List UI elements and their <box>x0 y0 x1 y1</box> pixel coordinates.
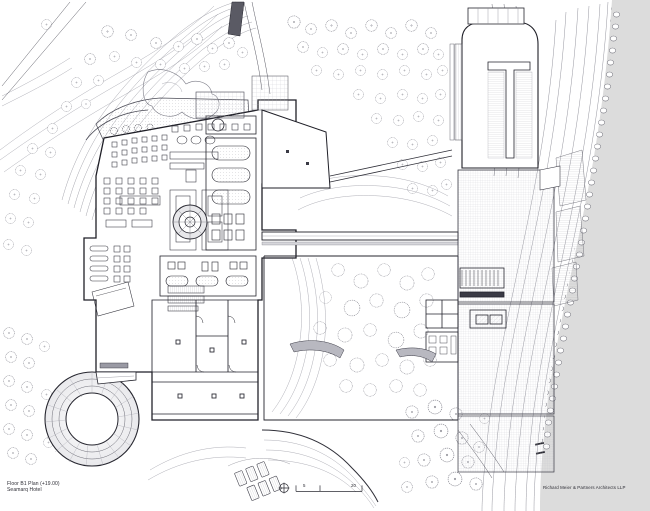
project-name: Seamarq Hotel <box>7 487 42 494</box>
north-canopy <box>227 1 245 37</box>
circular-atrium <box>172 204 208 240</box>
north-wing-interior <box>89 123 251 317</box>
upper-right-terrace <box>261 109 331 189</box>
spa-rooms <box>159 115 257 297</box>
scale-bar-icon <box>295 485 363 492</box>
south-landscape-paths <box>261 429 379 503</box>
title-block: Floor B1 Plan (+19.00) Seamarq Hotel <box>7 481 60 493</box>
architect-credit: Richard Meier & Partners Architects LLP <box>543 485 626 490</box>
east-retaining-wall <box>329 149 453 183</box>
scale-label-20: 20 <box>351 483 357 488</box>
scale-bar-group <box>278 482 363 494</box>
north-arrow-icon <box>278 482 290 494</box>
upper-terrace-slab <box>195 75 289 119</box>
scale-label-5: 5 <box>303 483 306 488</box>
courtyard-contours <box>271 175 453 419</box>
south-wing-rooms <box>151 299 259 421</box>
entry-drive <box>457 423 505 479</box>
link-bridge <box>261 231 459 246</box>
lounge-furniture-cluster <box>227 458 291 501</box>
plan-title: Floor B1 Plan (+19.00) <box>7 481 60 487</box>
furniture-grid <box>110 123 168 168</box>
east-service-core <box>425 267 507 363</box>
tree-canopy-southwest <box>3 327 54 465</box>
sea-area <box>540 0 650 511</box>
spiral-ramp <box>44 362 140 467</box>
east-tower <box>449 3 539 179</box>
pergola-band <box>289 340 437 363</box>
courtyard-trees <box>313 263 437 397</box>
